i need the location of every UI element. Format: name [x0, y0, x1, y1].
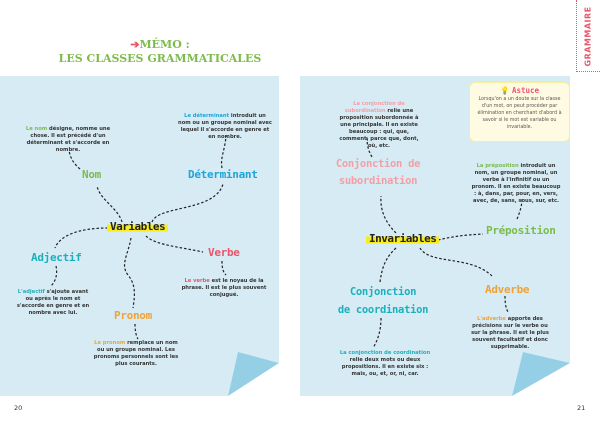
conj-coord-label-2: de coordination	[337, 304, 429, 316]
lightbulb-icon: 💡	[499, 86, 510, 95]
page-title: ➔MÉMO : LES CLASSES GRAMMATICALES	[40, 38, 280, 66]
label-pronom: Pronom	[114, 309, 152, 322]
nom-description: Le nom désigne, nomme une chose. Il est …	[18, 126, 118, 154]
preposition-highlight: La préposition	[476, 163, 519, 169]
astuce-title: Astuce	[511, 86, 540, 95]
adverbe-highlight: L'adverbe	[477, 316, 506, 322]
adverbe-text: apporte des précisions sur le verbe ou s…	[471, 316, 549, 350]
determinant-text: introduit un nom ou un groupe nominal av…	[178, 113, 272, 140]
conj-coord-label-1: Conjonction	[349, 286, 417, 298]
title-line-2: LES CLASSES GRAMMATICALES	[58, 52, 262, 65]
preposition-description: La préposition introduit un nom, un grou…	[470, 163, 562, 205]
hub-invariables: Invariables	[366, 232, 440, 245]
astuce-text: Lorsqu'on a un doute sur la classe d'un …	[477, 97, 562, 130]
label-adverbe: Adverbe	[485, 283, 530, 296]
nom-highlight: Le nom	[25, 126, 48, 132]
hub-variables: Variables	[107, 220, 169, 233]
astuce-box: 💡 Astuce Lorsqu'on a un doute sur la cla…	[469, 82, 570, 142]
side-tab-border	[576, 0, 600, 72]
page-number-right: 21	[577, 404, 586, 412]
conj-coord-text: relie deux mots ou deux propositions. Il…	[341, 357, 429, 377]
conj-sub-label-1: Conjonction de	[335, 158, 421, 170]
determinant-highlight: Le déterminant	[184, 113, 230, 119]
adjectif-text: s'ajoute avant ou après le nom et s'acco…	[16, 289, 90, 316]
left-panel	[0, 76, 279, 396]
label-conjonction-coordination: Conjonction de coordination	[335, 283, 431, 319]
pronom-highlight: Le pronom	[94, 340, 126, 346]
conj-sub-label-2: subordination	[338, 175, 418, 187]
title-line-1: MÉMO :	[139, 38, 190, 51]
label-conjonction-subordination: Conjonction de subordination	[333, 156, 423, 190]
label-verbe: Verbe	[208, 246, 240, 259]
determinant-description: Le déterminant introduit un nom ou un gr…	[178, 113, 272, 141]
conj-sub-description: La conjonction de subordination relie un…	[334, 101, 424, 150]
label-preposition: Préposition	[486, 224, 556, 237]
arrow-right-icon: ➔	[130, 38, 140, 51]
conj-coord-highlight: La conjonction de coordination	[339, 350, 431, 356]
page-number-left: 20	[14, 404, 23, 412]
label-nom: Nom	[82, 168, 101, 181]
verbe-description: Le verbe est le noyau de la phrase. Il e…	[176, 278, 272, 299]
nom-text: désigne, nomme une chose. Il est précédé…	[26, 126, 111, 153]
adjectif-highlight: L'adjectif	[17, 289, 45, 295]
adverbe-description: L'adverbe apporte des précisions sur le …	[468, 316, 552, 351]
pronom-description: Le pronom remplace un nom ou un groupe n…	[90, 340, 182, 368]
verbe-text: est le noyau de la phrase. Il est le plu…	[181, 278, 267, 298]
conj-sub-text: relie une proposition subordonnée à une …	[339, 108, 419, 149]
label-adjectif: Adjectif	[31, 251, 82, 264]
adjectif-description: L'adjectif s'ajoute avant ou après le no…	[14, 289, 92, 317]
conj-sub-highlight: La conjonction de subordination	[344, 101, 405, 114]
preposition-text: introduit un nom, un groupe nominal, un …	[471, 163, 561, 204]
pronom-text: remplace un nom ou un groupe nominal. Le…	[93, 340, 179, 367]
label-determinant: Déterminant	[188, 168, 258, 181]
verbe-highlight: Le verbe	[184, 278, 210, 284]
conj-coord-description: La conjonction de coordination relie deu…	[334, 350, 436, 378]
